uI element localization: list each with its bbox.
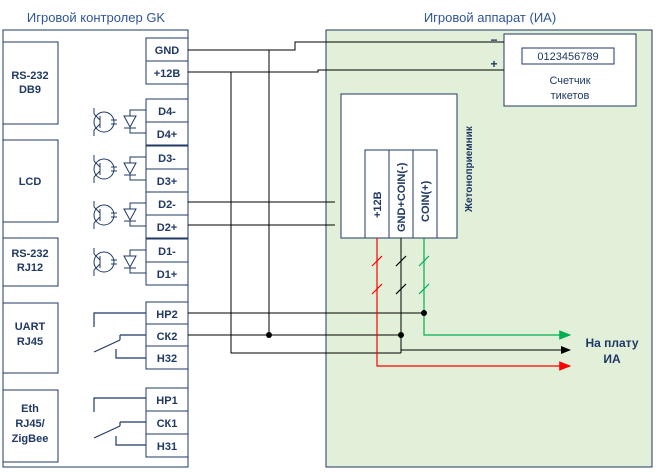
counter-minus-sign: − bbox=[490, 33, 497, 47]
pin-label: D3+ bbox=[157, 176, 178, 188]
output-label-1: На плату bbox=[585, 336, 638, 350]
acceptor-terminal-coin-label: COIN(+) bbox=[420, 180, 432, 222]
block-uart-rj45-label-1: UART bbox=[15, 321, 46, 333]
junction-dots bbox=[266, 310, 427, 338]
block-rs232-rj12-label-2: RJ12 bbox=[17, 262, 43, 274]
block-eth-label-3: ZigBee bbox=[12, 433, 49, 445]
relay-1 bbox=[93, 397, 146, 446]
pin-label: +12В bbox=[154, 68, 181, 80]
pin-label: Н32 bbox=[157, 353, 177, 365]
pin-label: D2+ bbox=[157, 222, 178, 234]
block-uart-rj45-label-2: RJ45 bbox=[17, 336, 43, 348]
pin-label: D1- bbox=[158, 246, 176, 258]
counter-label-2: тикетов bbox=[551, 90, 590, 102]
optocoupler-2 bbox=[93, 155, 146, 183]
red-wire bbox=[376, 238, 572, 371]
pin-label: СК2 bbox=[157, 331, 178, 343]
optocoupler-4 bbox=[93, 248, 146, 276]
counter-display bbox=[521, 47, 615, 65]
counter-label-1: Счетчик bbox=[549, 75, 590, 87]
pin-label: НР1 bbox=[156, 395, 177, 407]
optocoupler-3 bbox=[93, 201, 146, 229]
pin-label: D1+ bbox=[157, 269, 178, 281]
pin-label: D4- bbox=[158, 106, 176, 118]
counter-display-value: 0123456789 bbox=[537, 51, 598, 63]
counter-plus-sign: + bbox=[490, 57, 497, 71]
controller-title: Игровой контролер GK bbox=[27, 10, 166, 25]
pin-label: НР2 bbox=[156, 309, 177, 321]
block-eth-label-2: RJ45/ bbox=[15, 418, 44, 430]
controller-pins: GND +12В D4- D4+ D3- D3+ D2- D2+ D1- D1+ НР2СК2Н32… bbox=[145, 37, 189, 458]
optocouplers bbox=[93, 108, 146, 276]
green-wire bbox=[423, 238, 572, 340]
pin-label: D2- bbox=[158, 199, 176, 211]
controller-blocks: RS-232 DB9 LCD RS-232 RJ12 UART RJ45 Eth… bbox=[2, 41, 59, 463]
output-label-2: ИА bbox=[603, 352, 621, 366]
acceptor-title: Жетоноприемник bbox=[464, 125, 475, 213]
pin-label: D4+ bbox=[157, 129, 178, 141]
acceptor-terminal-gnd bbox=[388, 149, 414, 239]
acceptor-terminal-coin bbox=[412, 149, 438, 239]
block-rs232-db9 bbox=[2, 41, 59, 125]
block-eth bbox=[2, 389, 59, 463]
acceptor-terminal-gnd-label: GND+COIN(-) bbox=[396, 162, 408, 232]
pin-label: Н31 bbox=[157, 441, 177, 453]
pin-label: D3- bbox=[158, 153, 176, 165]
block-lcd-label: LCD bbox=[19, 176, 42, 188]
machine-title: Игровой аппарат (ИА) bbox=[424, 10, 556, 25]
pin-label: СК1 bbox=[157, 418, 178, 430]
block-rs232-db9-label-2: DB9 bbox=[19, 84, 41, 96]
block-uart-rj45 bbox=[2, 302, 59, 374]
block-rs232-rj12 bbox=[2, 237, 59, 287]
block-lcd bbox=[2, 139, 59, 223]
optocoupler-1 bbox=[93, 108, 146, 136]
block-eth-label-1: Eth bbox=[21, 403, 39, 415]
cut-marks bbox=[371, 255, 430, 295]
block-rs232-db9-label-1: RS-232 bbox=[11, 70, 48, 82]
pin-label: GND bbox=[155, 45, 180, 57]
relay-2 bbox=[93, 312, 146, 359]
acceptor-terminal-12v-label: +12В bbox=[372, 191, 384, 218]
block-rs232-rj12-label-1: RS-232 bbox=[11, 248, 48, 260]
